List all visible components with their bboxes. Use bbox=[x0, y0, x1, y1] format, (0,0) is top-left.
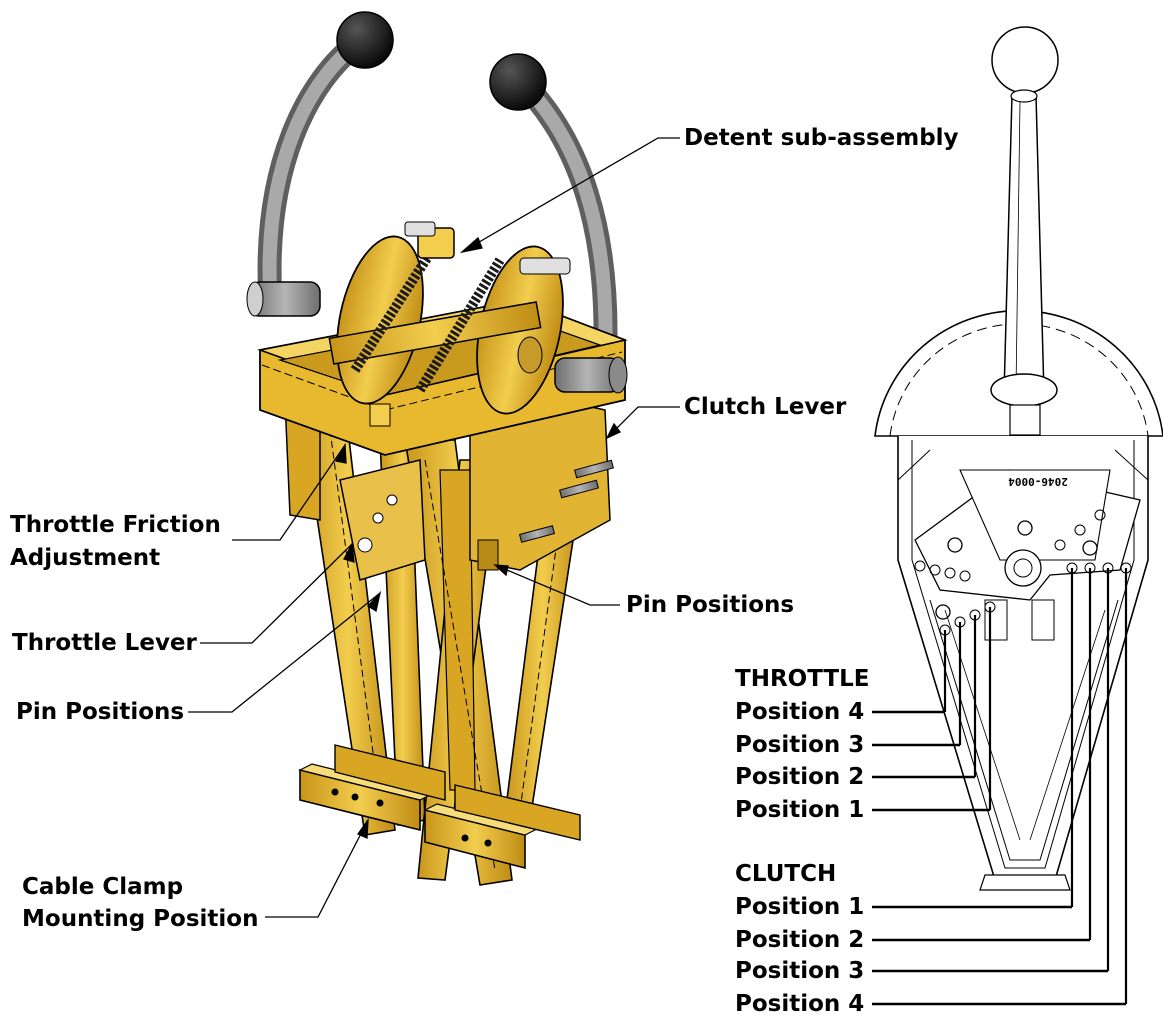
label-clutch-lever: Clutch Lever bbox=[684, 394, 847, 420]
label-pin-positions-left: Pin Positions bbox=[16, 699, 185, 725]
label-throttle-position-3: Position 3 bbox=[735, 732, 865, 758]
label-detent-sub-assembly: Detent sub-assembly bbox=[684, 125, 959, 151]
label-cable-clamp-line2: Mounting Position bbox=[22, 906, 259, 932]
label-throttle-position-2: Position 2 bbox=[735, 764, 865, 790]
label-clutch-position-4: Position 4 bbox=[735, 991, 865, 1017]
label-clutch-position-1: Position 1 bbox=[735, 894, 865, 920]
label-pin-positions-right: Pin Positions bbox=[626, 592, 795, 618]
label-clutch-heading: CLUTCH bbox=[735, 861, 837, 887]
label-clutch-position-2: Position 2 bbox=[735, 927, 865, 953]
label-cable-clamp-line1: Cable Clamp bbox=[22, 874, 184, 900]
label-throttle-lever: Throttle Lever bbox=[12, 630, 197, 656]
label-throttle-position-1: Position 1 bbox=[735, 797, 865, 823]
label-throttle-friction-line2: Adjustment bbox=[10, 545, 161, 571]
leader-lines bbox=[188, 137, 1126, 1006]
knob-right bbox=[489, 53, 547, 111]
label-throttle-heading: THROTTLE bbox=[735, 666, 870, 692]
part-number-stamp: 2046-0004 bbox=[1008, 475, 1068, 488]
isometric-assembly bbox=[246, 11, 628, 886]
knob-left bbox=[336, 11, 394, 69]
label-throttle-friction-line1: Throttle Friction bbox=[10, 512, 221, 538]
label-clutch-position-3: Position 3 bbox=[735, 958, 865, 984]
label-throttle-position-4: Position 4 bbox=[735, 699, 865, 725]
front-view-drawing bbox=[874, 26, 1163, 1004]
